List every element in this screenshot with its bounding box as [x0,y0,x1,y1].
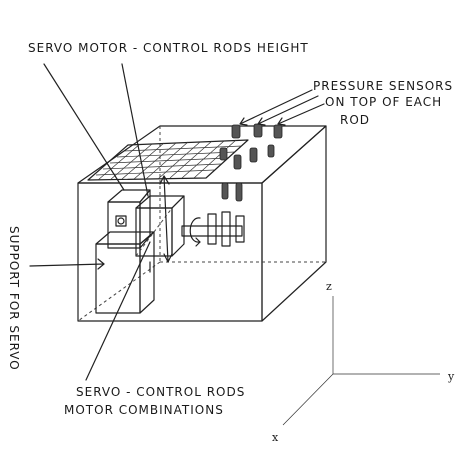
sensor-block [232,125,240,138]
axis-x-label: x [272,431,279,444]
gear-disc [236,216,244,242]
support-side [140,232,154,313]
pressure-sensors [220,124,282,201]
coordinate-axes: z y x [272,280,455,444]
sensor-block [220,148,227,160]
leader-servo-height [44,64,124,190]
label-servo-combinations-line2: MOTOR COMBINATIONS [64,403,224,417]
label-servo-height: SERVO MOTOR - CONTROL RODS HEIGHT [28,41,309,55]
sensor-block [268,145,274,157]
gear-disc [222,212,230,246]
axis-x-line [283,374,333,425]
label-servo-combinations-line1: SERVO - CONTROL RODS [76,385,245,399]
leader-pressure-sensors [240,90,312,124]
label-pressure-line3: ROD [340,113,370,127]
axis-y-label: y [447,370,455,383]
sensor-block [250,148,257,162]
label-support: SUPPORT FOR SERVO [7,226,21,371]
sensor-block [254,124,262,137]
vertical-motion-arrow [164,176,168,262]
sensor-block [274,125,282,138]
drive-shaft [182,212,244,246]
rotation-arrow-icon [190,218,200,242]
axis-z-label: z [326,280,332,293]
box-front-face [78,183,262,321]
hidden-edge-floor [78,262,160,321]
container-box [78,126,326,321]
sensor-block [222,183,228,199]
sensor-block [236,183,242,201]
sensor-block [234,155,241,169]
gear-disc [208,214,216,244]
servo-height-body [108,190,150,248]
label-pressure-line2: ON TOP OF EACH [325,95,442,109]
leader-support [30,264,104,266]
leader-lines [30,64,324,380]
label-pressure-line1: PRESSURE SENSORS [313,79,453,93]
